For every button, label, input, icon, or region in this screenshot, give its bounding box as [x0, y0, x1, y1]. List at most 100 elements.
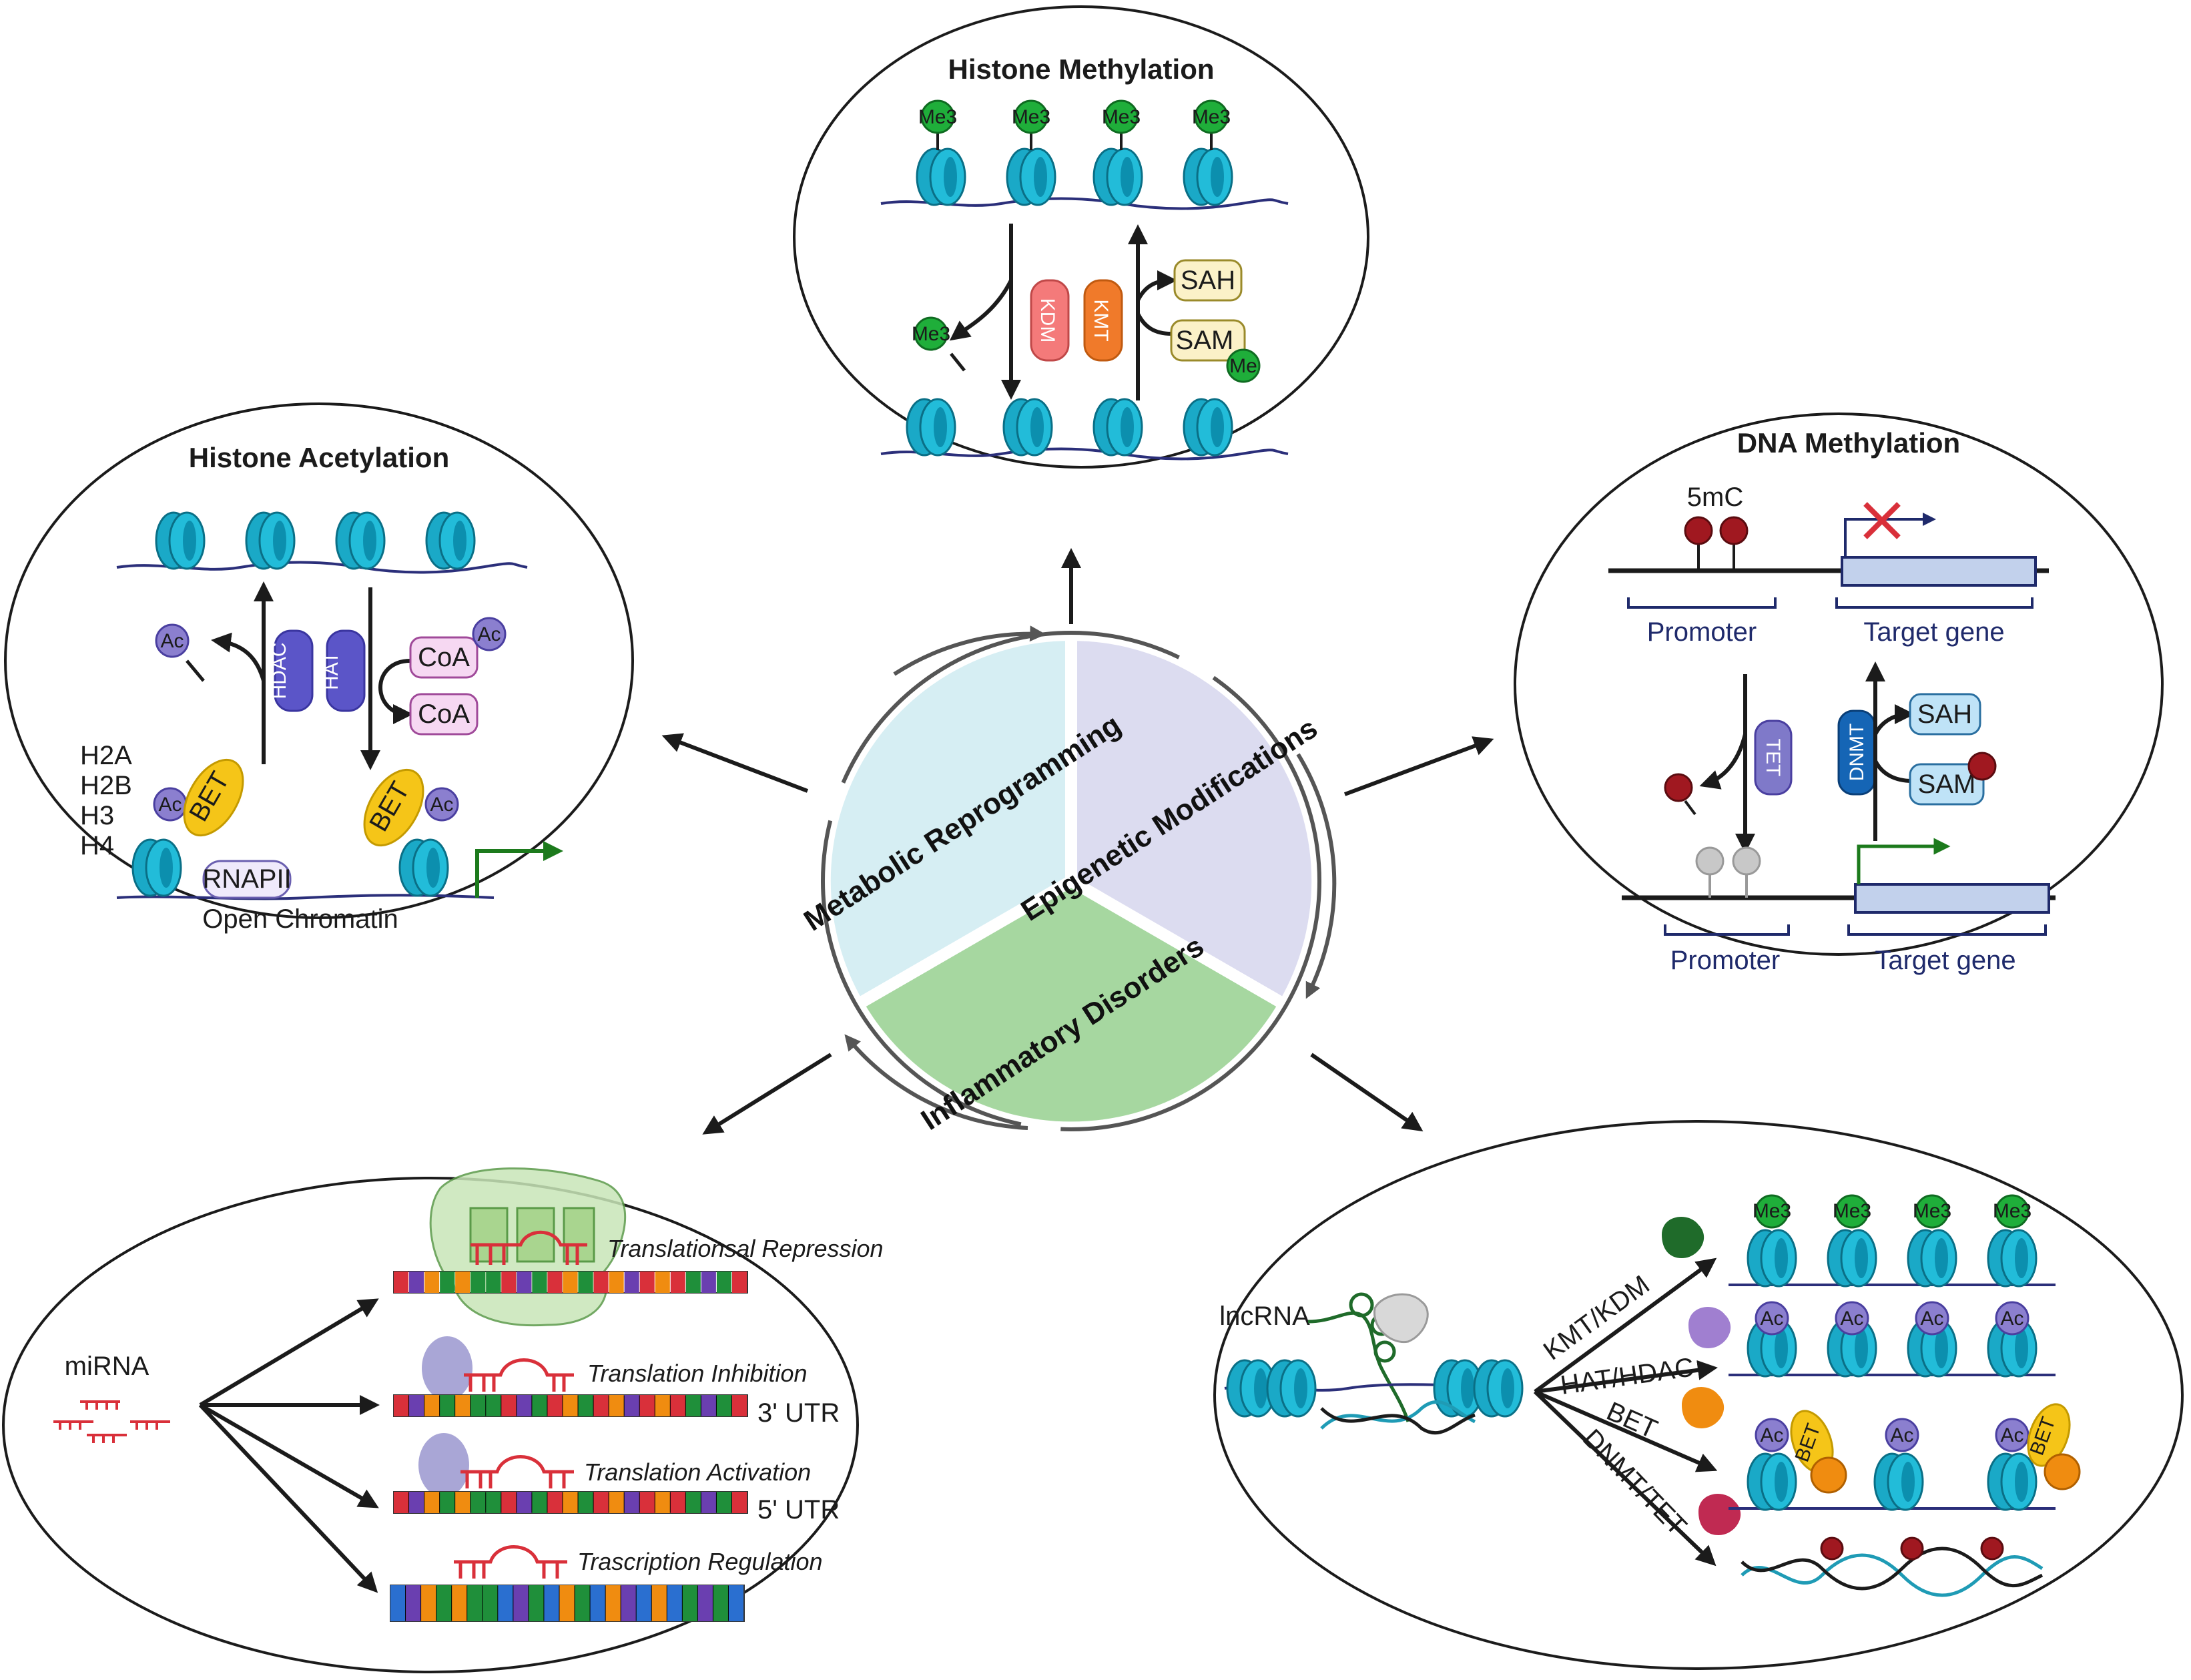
- nucleotide-block: [424, 1395, 440, 1416]
- dnmt-label: DNMT: [1846, 724, 1868, 782]
- histone-h2a: H2A: [80, 741, 132, 770]
- mrna-strand-3: [393, 1491, 748, 1514]
- nucleotide-block: [716, 1492, 731, 1513]
- hdac-label: HDAC: [268, 642, 290, 699]
- nucleotide-block: [624, 1395, 639, 1416]
- coa-box: [409, 693, 479, 736]
- nucleotide-block: [609, 1272, 624, 1293]
- sah-label-dna: SAH: [1917, 699, 1972, 729]
- nucleotide-block: [621, 1603, 636, 1621]
- me3-lnc: Me3: [1913, 1200, 1951, 1222]
- dna-methylation-title: DNA Methylation: [1737, 427, 1960, 459]
- coa-label: CoA: [418, 643, 470, 672]
- enzyme-dnmt-tet-icon: [1698, 1494, 1741, 1535]
- target-gene-box-silenced: [1841, 556, 2037, 587]
- nucleotide-block: [471, 1492, 486, 1513]
- nucleotide-block: [624, 1272, 639, 1293]
- coa-acetyl-box: [409, 636, 479, 679]
- nucleotide-block: [609, 1395, 624, 1416]
- nucleotide-block: [501, 1272, 517, 1293]
- nucleotide-block: [547, 1492, 563, 1513]
- nucleotide-block: [544, 1603, 559, 1621]
- sah-box-dna: [1909, 693, 1981, 736]
- nucleotide-block: [424, 1272, 440, 1293]
- silenced-cross-icon: [1863, 502, 1901, 539]
- me3-row: Me3 Me3 Me3 Me3: [1753, 1194, 2031, 1229]
- nucleotide-block: [563, 1272, 578, 1293]
- mirna-fragments-icon: [53, 1400, 170, 1443]
- 5mc-label: 5mC: [1687, 483, 1743, 512]
- nucleotide-block: [517, 1395, 532, 1416]
- histone-methylation-title: Histone Methylation: [948, 53, 1214, 85]
- mrna-strand-2: [393, 1394, 748, 1417]
- nucleotide-block: [593, 1492, 609, 1513]
- nucleotide-block: [547, 1272, 563, 1293]
- nucleotide-block: [529, 1603, 544, 1621]
- mrna-strand-1: [393, 1271, 748, 1294]
- nucleotide-block: [701, 1395, 716, 1416]
- hat-enzyme: [326, 629, 366, 712]
- lncrna-label: lncRNA: [1219, 1302, 1310, 1331]
- sam-box: [1170, 319, 1246, 362]
- nucleotide-block: [605, 1585, 621, 1603]
- nucleotide-block: [655, 1272, 670, 1293]
- nucleotide-block: [651, 1603, 667, 1621]
- tet-label: TET: [1762, 739, 1784, 777]
- nucleotide-block: [667, 1585, 682, 1603]
- nucleotide-block: [563, 1395, 578, 1416]
- nucleotide-block: [670, 1395, 685, 1416]
- hdac-enzyme: [274, 629, 314, 712]
- nucleotide-block: [682, 1603, 697, 1621]
- nucleotide-block: [636, 1585, 651, 1603]
- mirna-binding-marks: [454, 1230, 587, 1579]
- nucleotide-block: [532, 1492, 547, 1513]
- mirna-label: miRNA: [65, 1352, 149, 1381]
- nucleotide-block: [394, 1272, 409, 1293]
- bet-protein-right: [363, 768, 424, 847]
- enzyme-kmt-kdm-icon: [1662, 1217, 1704, 1258]
- nucleotide-block: [455, 1492, 471, 1513]
- nucleotide-block: [697, 1603, 713, 1621]
- nucleotide-block: [701, 1272, 716, 1293]
- nucleotide-block: [455, 1272, 471, 1293]
- nucleotide-block: [547, 1395, 563, 1416]
- nucleotide-block: [713, 1585, 728, 1603]
- nucleotide-block: [590, 1585, 605, 1603]
- nucleotide-block: [517, 1272, 532, 1293]
- nucleotide-block: [621, 1585, 636, 1603]
- ac-lnc: Ac: [2000, 1308, 2023, 1330]
- nucleotide-block: [409, 1395, 424, 1416]
- coa-label-2: CoA: [418, 699, 470, 729]
- sah-label: SAH: [1181, 266, 1235, 295]
- nucleotide-block: [609, 1492, 624, 1513]
- nucleotide-block: [436, 1603, 452, 1621]
- nucleotide-block: [513, 1585, 529, 1603]
- nucleotide-block: [728, 1585, 743, 1603]
- nucleotide-block: [639, 1272, 655, 1293]
- nucleotide-block: [670, 1272, 685, 1293]
- nucleotide-block: [731, 1272, 747, 1293]
- me3-mark: Me3: [1192, 106, 1231, 128]
- ac-row: Ac Ac Ac Ac: [1755, 1301, 2029, 1336]
- ribosome-small-2: [422, 1336, 473, 1400]
- nucleotide-block: [406, 1585, 421, 1603]
- nucleotide-block: [517, 1492, 532, 1513]
- mirna-item-2: Translation Inhibition: [587, 1360, 808, 1387]
- target-gene-label-top: Target gene: [1863, 617, 2004, 647]
- nucleotide-block: [655, 1395, 670, 1416]
- center-pie: Metabolic Reprogramming Epigenetic Modif…: [798, 625, 1337, 1137]
- nucleotide-block: [578, 1492, 593, 1513]
- me3-mark: Me3: [1012, 106, 1050, 128]
- arrow-to-mirna: [702, 1053, 832, 1135]
- methylated-dna-row: [1741, 1536, 2044, 1597]
- nucleotide-block: [498, 1603, 513, 1621]
- nucleotide-block: [483, 1603, 498, 1621]
- utr-5-label: 5' UTR: [757, 1495, 840, 1524]
- nucleotide-block: [685, 1395, 701, 1416]
- nucleotide-block: [655, 1492, 670, 1513]
- nucleotide-block: [575, 1585, 590, 1603]
- nucleotide-block: [471, 1395, 486, 1416]
- enzyme-bet-icon: [1682, 1387, 1725, 1428]
- nucleotide-block: [440, 1272, 455, 1293]
